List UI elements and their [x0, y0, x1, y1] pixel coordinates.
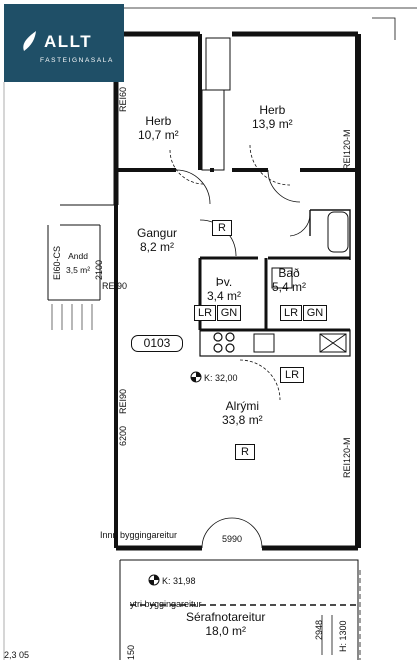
dimension-height-1300: H: 1300	[338, 620, 348, 652]
room-name: Gangur	[137, 226, 178, 240]
lr-mark-alrymi: LR	[280, 367, 304, 383]
annotation-ytri-byggingareitur: ytri byggingareitur	[130, 599, 202, 609]
dimension-2948: 2948	[314, 619, 324, 640]
wall-label-rei120m-top: REI120-M	[342, 129, 352, 170]
wall-label-ei60cs: EI60-CS	[52, 245, 62, 280]
wall-label-rei90-left: REI90	[118, 388, 128, 414]
gn-mark-thv: GN	[217, 305, 241, 321]
lr-mark-thv: LR	[194, 305, 216, 321]
room-name: Bað	[278, 266, 300, 280]
dimension-2100: 2100	[94, 259, 104, 280]
room-name: Andd	[68, 251, 88, 261]
room-area: 18,0 m²	[205, 624, 247, 638]
room-herb-1: Herb 10,7 m²	[138, 114, 179, 142]
room-alrymi: Alrými 33,8 m²	[222, 399, 263, 427]
dimension-6200: 6200	[118, 425, 128, 446]
annotation-bottom-left: 2,3 05	[4, 650, 30, 660]
dimension-5990: 5990	[222, 534, 243, 544]
room-area: 33,8 m²	[222, 413, 263, 427]
room-gangur: Gangur 8,2 m²	[137, 226, 177, 254]
gn-mark-bad: GN	[303, 305, 327, 321]
radiator-mark-alrymi: R	[235, 444, 255, 460]
wall-label-rei60: REI60	[118, 86, 128, 112]
wall-label-rei90-andd: REI90	[102, 281, 128, 291]
room-area: 13,9 m²	[252, 117, 293, 131]
brand-logo: ALLT FASTEIGNASALA	[4, 4, 124, 82]
unit-number: 0103	[131, 335, 183, 352]
annotation-innri-byggingareitur: Innri byggingareitur	[100, 530, 178, 540]
level-marker-1	[190, 371, 202, 383]
area-serafnotareitur: Sérafnotareitur 18,0 m²	[186, 610, 265, 638]
room-name: Alrými	[225, 399, 259, 413]
room-thvottahus: Þv. 3,4 m²	[207, 275, 241, 303]
dimension-150: 150	[126, 644, 136, 660]
room-name: Þv.	[215, 275, 233, 289]
room-name: Sérafnotareitur	[186, 610, 266, 624]
brand-tagline: FASTEIGNASALA	[40, 57, 114, 64]
level-label-2: K: 31,98	[162, 576, 196, 586]
wall-label-rei120m-bottom: REI120-M	[342, 437, 352, 478]
level-label-1: K: 32,00	[204, 373, 238, 383]
brand-name: ALLT	[44, 32, 93, 51]
level-marker-2	[148, 574, 160, 586]
radiator-mark-gangur: R	[212, 220, 232, 236]
room-andd: Andd 3,5 m²	[66, 249, 90, 277]
room-area: 3,4 m²	[207, 289, 242, 303]
lr-mark-bad: LR	[280, 305, 302, 321]
room-bad: Bað 5,4 m²	[272, 266, 306, 294]
room-herb-2: Herb 13,9 m²	[252, 103, 293, 131]
room-name: Herb	[145, 114, 172, 128]
room-area: 10,7 m²	[138, 128, 179, 142]
room-area: 3,5 m²	[66, 265, 91, 275]
room-area: 8,2 m²	[140, 240, 175, 254]
room-area: 5,4 m²	[272, 280, 307, 294]
room-name: Herb	[259, 103, 286, 117]
flame-leaf-icon	[23, 31, 36, 51]
